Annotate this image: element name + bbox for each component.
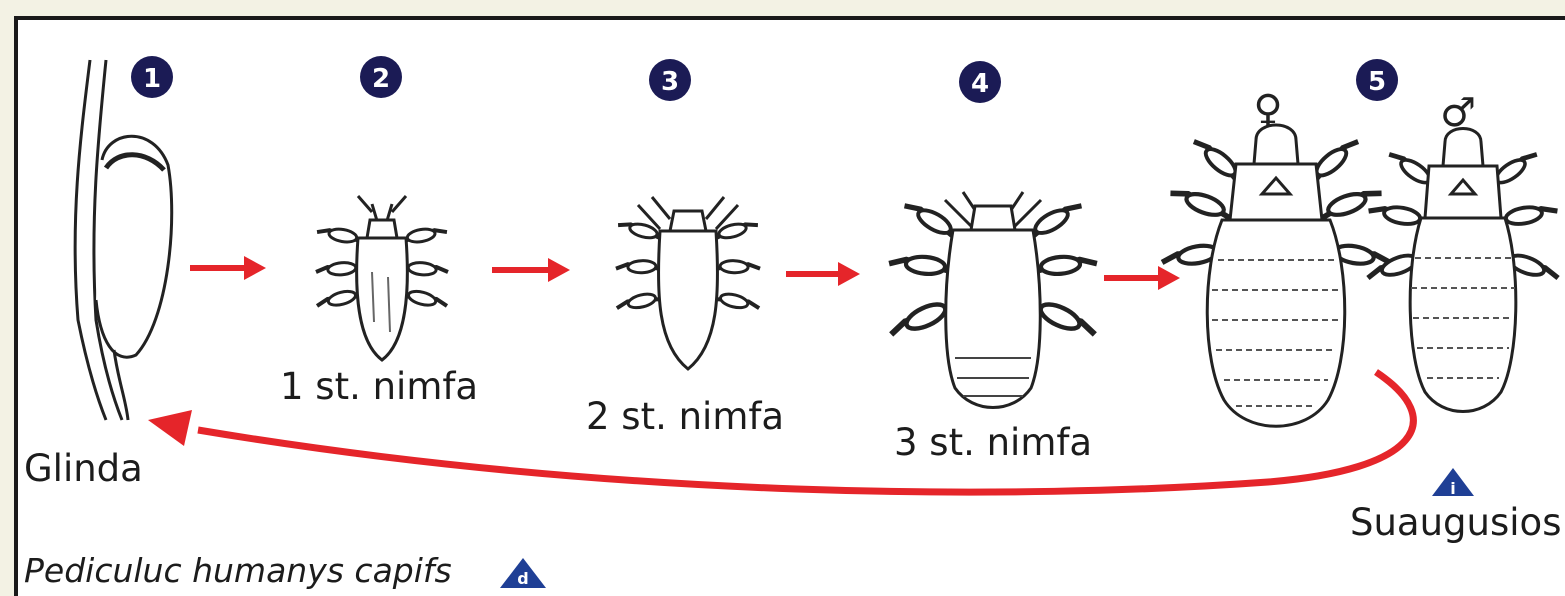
step-number-3: 3 <box>661 67 679 97</box>
arrow-nymph1-to-nymph2 <box>492 258 570 282</box>
label-nymph-2: 2 st. nimfa <box>586 398 784 435</box>
triangle-badge-i-text: i <box>1450 479 1455 498</box>
arrow-egg-to-nymph1 <box>190 256 266 280</box>
arrow-nymph2-to-nymph3 <box>786 262 860 286</box>
step-number-4: 4 <box>971 69 989 99</box>
triangle-badge-i: i <box>1432 468 1474 498</box>
first-stage-nymph-illustration <box>315 196 449 360</box>
step-number-2: 2 <box>372 64 390 94</box>
step-number-1: 1 <box>143 64 161 94</box>
triangle-badge-d: d <box>500 558 546 588</box>
step-badge-4: 4 <box>959 61 1001 103</box>
label-nymph-3: 3 st. nimfa <box>894 424 1092 461</box>
lifecycle-diagram: 1 2 3 4 5 ♀ ♂ <box>18 20 1565 596</box>
triangle-badge-d-text: d <box>517 569 528 588</box>
label-nymph-1: 1 st. nimfa <box>280 368 478 405</box>
adult-male-louse-illustration <box>1365 129 1561 412</box>
step-badge-2: 2 <box>360 56 402 98</box>
label-egg: Glinda <box>24 450 143 487</box>
step-badge-1: 1 <box>131 56 173 98</box>
third-stage-nymph-illustration <box>887 192 1099 408</box>
step-number-5: 5 <box>1368 67 1386 97</box>
second-stage-nymph-illustration <box>615 197 761 369</box>
diagram-frame: 1 2 3 4 5 ♀ ♂ <box>14 16 1565 596</box>
egg-on-hair-illustration <box>75 60 172 420</box>
arrow-nymph3-to-adult <box>1104 266 1180 290</box>
step-badge-3: 3 <box>649 59 691 101</box>
species-name: Pediculuc humanys capifs <box>24 554 452 587</box>
label-adults: Suaugusios <box>1350 504 1561 541</box>
adult-female-louse-illustration <box>1160 125 1391 426</box>
step-badge-5: 5 <box>1356 59 1398 101</box>
